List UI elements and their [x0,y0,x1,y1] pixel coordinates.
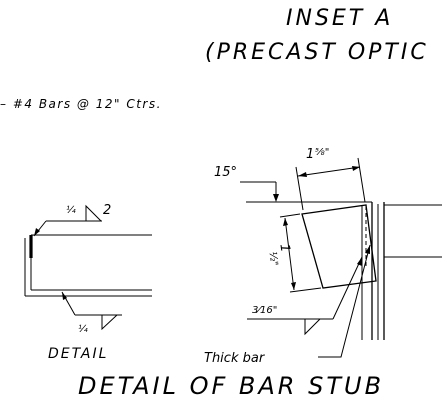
dim-ext-top-right [357,157,366,203]
dim-arrow-top-left [298,172,307,177]
dim-arrow-side-bottom [291,282,296,290]
weld-size-top: ¼ [66,204,76,216]
thick-bar-arrow [365,245,370,254]
angle-label: 15° [214,165,237,180]
dim-arrow-side-top [283,218,288,226]
dim-ext-side-bottom [289,287,322,293]
weld-arrow-right [357,257,362,266]
angle-arrow [273,194,279,202]
fillet-weld-symbol-bottom [101,314,118,331]
dim-side-whole: 1 [276,243,292,253]
dim-ext-top-left [295,166,304,211]
weld-arrow-bottom [62,292,67,300]
weld-size-bottom: ¼ [78,323,88,335]
weld-length-top: 2 [103,203,111,218]
thick-bar-label: Thick bar [204,351,266,366]
thick-bar-leader [318,244,371,358]
left-detail-label: DETAIL [48,346,108,362]
weld-arrow-top [34,228,40,236]
dim-line-side [284,217,295,291]
inset-title-line2: (PRECAST OPTIC [205,40,429,65]
bar-stub-block [301,204,377,289]
detail-title: DETAIL OF BAR STUB [78,372,384,400]
fillet-weld-symbol-top [85,204,102,222]
dim-ext-side-top [279,213,301,218]
right-detail: 15° 1 ⅝" 1 ½" 3⁄16" Thic [204,147,442,366]
weld-size-right: 3⁄16" [252,305,277,316]
dim-line-top [297,166,361,177]
inset-title-line1: INSET A [286,6,393,31]
dim-top-fraction: ⅝" [315,147,329,158]
bars-spacing-note: – #4 Bars @ 12" Ctrs. [0,97,162,111]
dim-top-whole: 1 [306,147,314,162]
dim-side-fraction: ½" [266,251,280,267]
weld-leader-right [332,256,363,320]
fillet-weld-symbol-right [304,318,321,336]
dim-arrow-top-right [352,166,360,171]
left-detail: ¼ 2 ¼ DETAIL [24,203,152,362]
